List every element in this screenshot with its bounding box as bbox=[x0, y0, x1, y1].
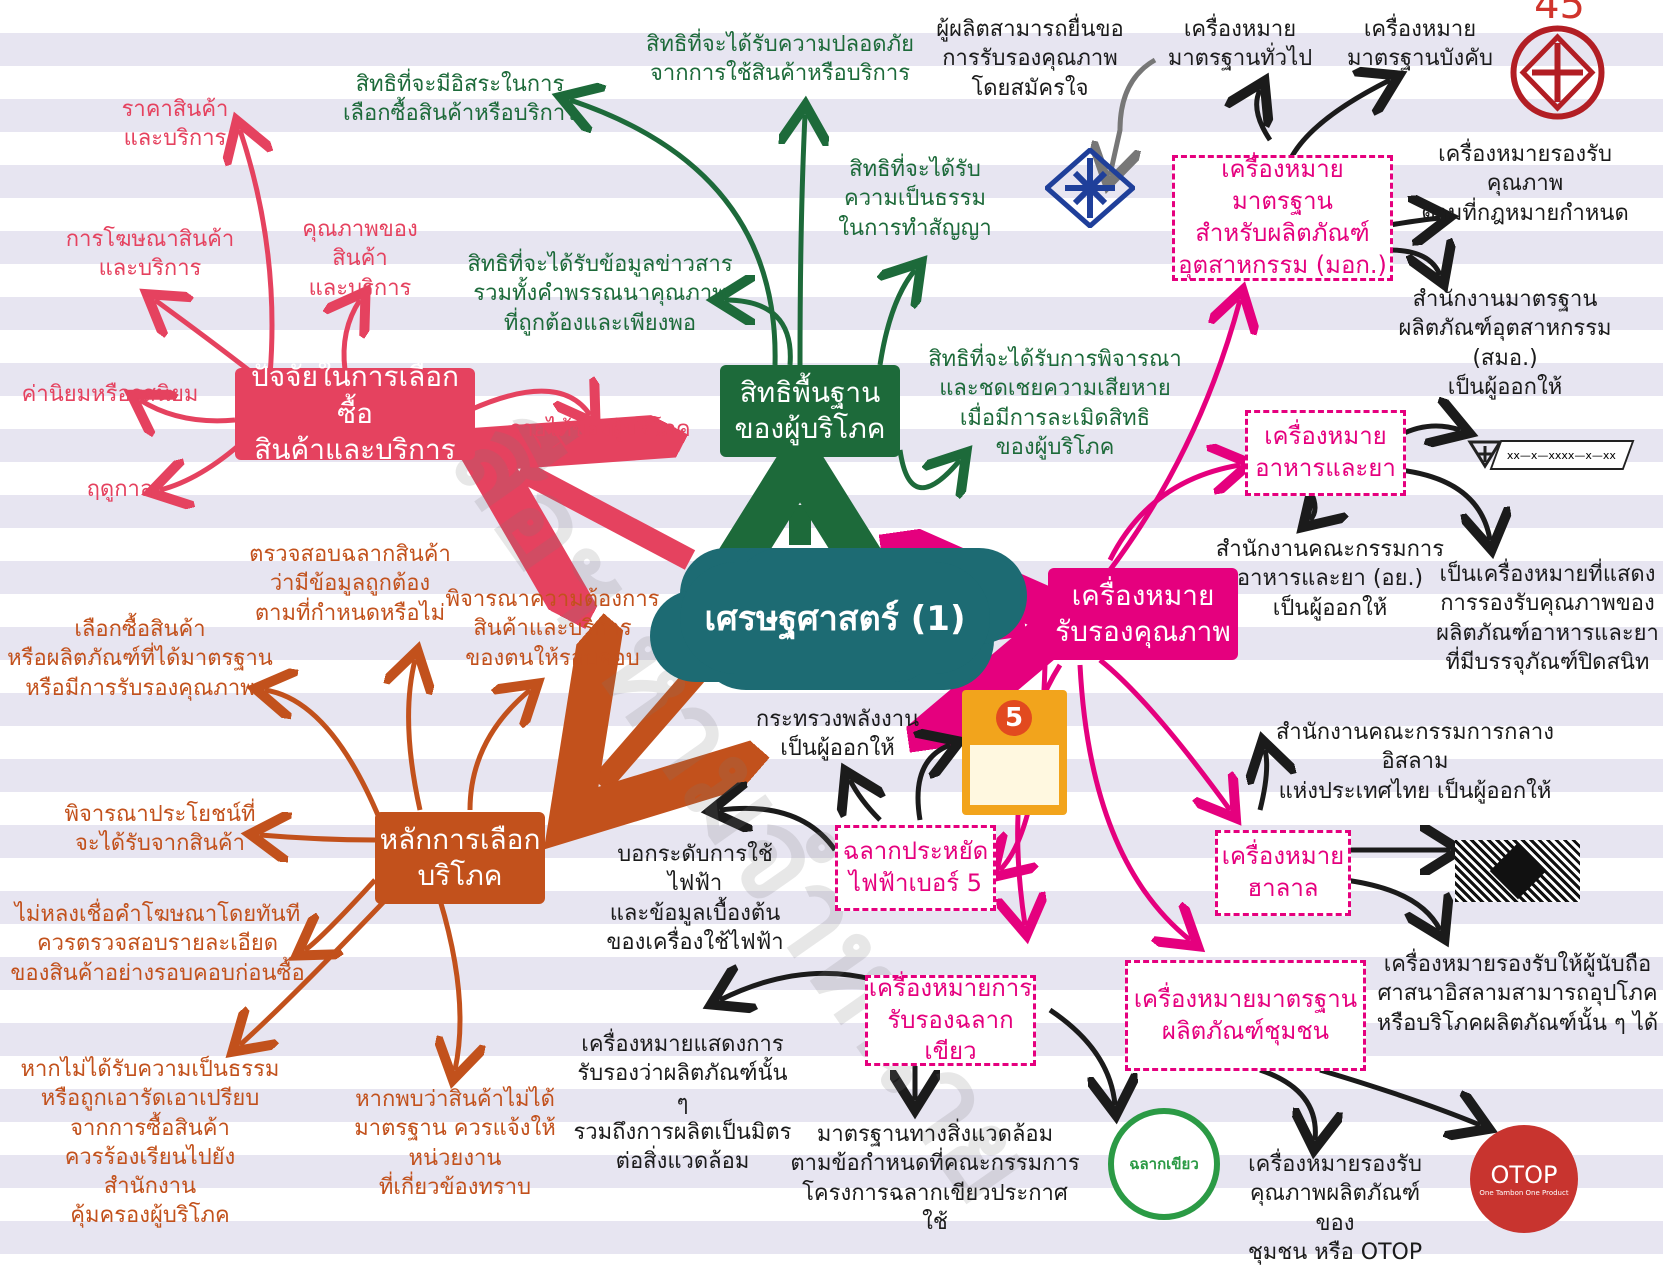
green-standard: มาตรฐานทางสิ่งแวดล้อม ตามข้อกำหนดที่คณะก… bbox=[790, 1122, 1080, 1235]
otop-logo-sub: One Tambon One Product bbox=[1479, 1189, 1569, 1197]
green-logo-text: ฉลากเขียว bbox=[1129, 1155, 1199, 1173]
tis-mandatory: เครื่องหมาย มาตรฐานบังคับ bbox=[1347, 17, 1493, 72]
green-title: เครื่องหมายการ รับรองฉลากเขียว bbox=[865, 974, 1036, 1066]
factors-title: ปัจจัยในการเลือกซื้อ สินค้าและบริการ bbox=[235, 360, 475, 466]
halal-logo bbox=[1455, 840, 1580, 902]
halal-issuer: สำนักงานคณะกรรมการกลางอิสลาม แห่งประเทศไ… bbox=[1275, 720, 1555, 804]
tis-issuer: สำนักงานมาตรฐาน ผลิตภัณฑ์อุตสาหกรรม (สมอ… bbox=[1398, 287, 1612, 400]
right-safety: สิทธิที่จะได้รับความปลอดภัย จากการใช้สิน… bbox=[646, 32, 914, 87]
factor-price: ราคาสินค้า และบริการ bbox=[121, 97, 229, 152]
factor-income: รายได้ของผู้บริโภค bbox=[509, 417, 691, 442]
factor-quality: คุณภาพของสินค้า และบริการ bbox=[302, 217, 418, 301]
green-desc: เครื่องหมายแสดงการ รับรองว่าผลิตภัณฑ์นั้… bbox=[573, 1032, 792, 1174]
quality-title: เครื่องหมาย รับรองคุณภาพ bbox=[1048, 568, 1238, 660]
otop-logo: OTOP One Tambon One Product bbox=[1470, 1125, 1578, 1233]
principle-check-label: ตรวจสอบฉลากสินค้า ว่ามีข้อมูลถูกต้อง ตาม… bbox=[249, 542, 451, 626]
halal-desc: เครื่องหมายรองรับให้ผู้นับถือ ศาสนาอิสลา… bbox=[1376, 952, 1659, 1036]
tis-mandatory-logo bbox=[1510, 25, 1605, 120]
community-desc: เครื่องหมายรองรับ คุณภาพผลิตภัณฑ์ของ ชุม… bbox=[1247, 1152, 1423, 1265]
principle-needs: พิจารณาความต้องการ สินค้าและบริการ ของตน… bbox=[445, 587, 660, 671]
halal-diamond-icon bbox=[1489, 842, 1546, 900]
factor-ads: การโฆษณาสินค้า และบริการ bbox=[65, 227, 235, 282]
principles-title: หลักการเลือก บริโภค bbox=[375, 812, 545, 904]
tis-title: เครื่องหมายมาตรฐาน สำหรับผลิตภัณฑ์ อุตสา… bbox=[1172, 155, 1393, 281]
rights-title: สิทธิพื้นฐาน ของผู้บริโภค bbox=[720, 365, 900, 457]
label5-number-icon: 5 bbox=[996, 700, 1032, 736]
label5-logo: 5 bbox=[962, 690, 1067, 815]
tis-legal: เครื่องหมายรองรับคุณภาพ ตามที่กฎหมายกำหน… bbox=[1421, 142, 1629, 226]
fda-title: เครื่องหมาย อาหารและยา bbox=[1245, 410, 1406, 496]
fda-code: xx—x—xxxx—x—xx bbox=[1507, 448, 1617, 462]
community-title: เครื่องหมายมาตรฐาน ผลิตภัณฑ์ชุมชน bbox=[1125, 960, 1366, 1071]
label5-info-panel bbox=[970, 745, 1059, 805]
label5-title: ฉลากประหยัด ไฟฟ้าเบอร์ 5 bbox=[835, 825, 996, 911]
tis-voluntary: ผู้ผลิตสามารถยื่นขอ การรับรองคุณภาพ โดยส… bbox=[936, 17, 1124, 101]
factor-values: ค่านิยมหรือรสนิยม bbox=[21, 382, 199, 407]
right-choose: สิทธิที่จะมีอิสระในการ เลือกซื้อสินค้าหร… bbox=[342, 72, 578, 127]
page-number: 45 bbox=[1534, 0, 1585, 28]
principle-benefit: พิจารณาประโยชน์ที่ จะได้รับจากสินค้า bbox=[64, 802, 256, 857]
tis-general-logo bbox=[1045, 148, 1135, 228]
right-compensation: สิทธิที่จะได้รับการพิจารณา และชดเชยความเ… bbox=[928, 347, 1182, 460]
otop-logo-text: OTOP bbox=[1490, 1161, 1558, 1189]
factor-season: ฤดูกาล bbox=[86, 477, 154, 502]
label5-issuer: กระทรวงพลังงาน เป็นผู้ออกให้ bbox=[755, 707, 920, 762]
halal-title: เครื่องหมาย ฮาลาล bbox=[1215, 830, 1351, 916]
right-info: สิทธิที่จะได้รับข้อมูลข่าวสาร รวมทั้งคำพ… bbox=[467, 252, 733, 336]
principle-standard: เลือกซื้อสินค้า หรือผลิตภัณฑ์ที่ได้มาตรฐ… bbox=[7, 617, 273, 701]
principle-ads: ไม่หลงเชื่อคำโฆษณาโดยทันที ควรตรวจสอบราย… bbox=[10, 902, 305, 986]
fda-code-box: xx—x—xxxx—x—xx bbox=[1489, 440, 1635, 470]
fda-issuer: สำนักงานคณะกรรมการ อาหารและยา (อย.) เป็น… bbox=[1215, 537, 1445, 621]
principle-complain: หากไม่ได้รับความเป็นธรรม หรือถูกเอารัดเอ… bbox=[20, 1057, 280, 1229]
fda-logo bbox=[1467, 440, 1503, 469]
principle-report: หากพบว่าสินค้าไม่ได้ มาตรฐาน ควรแจ้งให้ … bbox=[354, 1087, 556, 1200]
label5-desc: บอกระดับการใช้ไฟฟ้า และข้อมูลเบื้องต้น ข… bbox=[606, 842, 784, 955]
green-logo: ฉลากเขียว bbox=[1108, 1108, 1220, 1220]
fda-desc: เป็นเครื่องหมายที่แสดง การรองรับคุณภาพขอ… bbox=[1436, 562, 1659, 675]
right-fair: สิทธิที่จะได้รับ ความเป็นธรรม ในการทำสัญ… bbox=[838, 157, 992, 241]
center-topic: เศรษฐศาสตร์ (1) bbox=[680, 562, 990, 674]
tis-general: เครื่องหมาย มาตรฐานทั่วไป bbox=[1167, 17, 1313, 72]
